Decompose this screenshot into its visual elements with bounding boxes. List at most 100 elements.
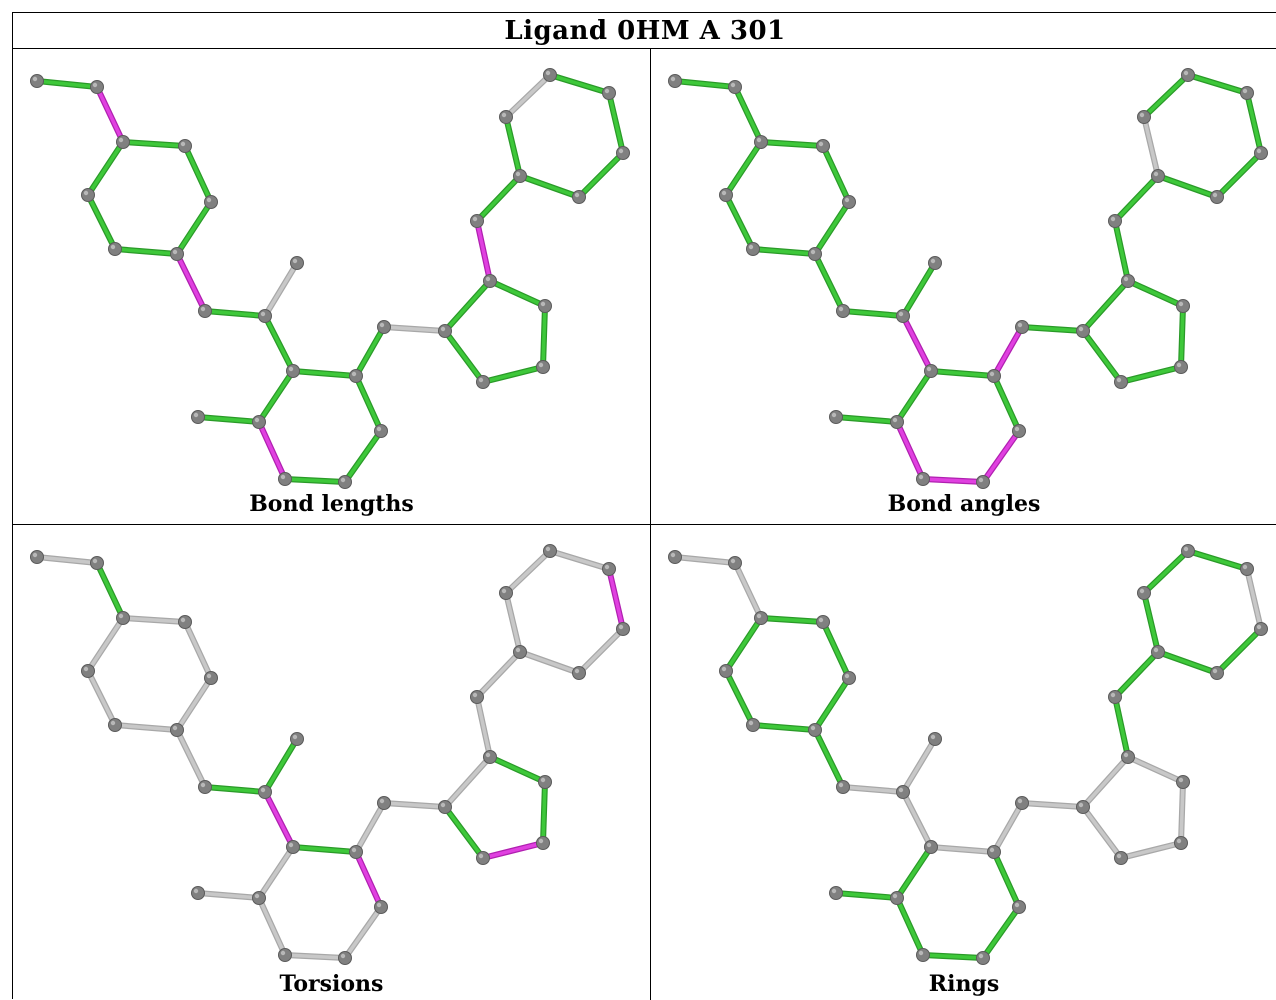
- atom: [204, 671, 218, 685]
- atom: [286, 364, 300, 378]
- bond: [901, 261, 937, 318]
- atom-highlight: [756, 137, 762, 143]
- bond: [981, 905, 1021, 960]
- atom: [602, 562, 616, 576]
- bond: [724, 616, 763, 673]
- atom: [278, 472, 292, 486]
- atom-highlight: [618, 148, 624, 154]
- bond: [1126, 755, 1185, 784]
- panel-torsions: Torsions: [13, 525, 650, 1000]
- bond: [203, 785, 267, 794]
- atom-highlight: [206, 197, 212, 203]
- atom-highlight: [280, 950, 286, 956]
- atom: [1012, 424, 1026, 438]
- atom-highlight: [1242, 564, 1248, 570]
- atom: [1015, 796, 1029, 810]
- bond: [183, 144, 213, 204]
- bond: [1156, 650, 1219, 675]
- atom: [1174, 360, 1188, 374]
- bond: [95, 85, 125, 144]
- atom: [1114, 375, 1128, 389]
- atom-highlight: [1242, 88, 1248, 94]
- atom-highlight: [1110, 692, 1116, 698]
- atom-highlight: [730, 82, 736, 88]
- bond: [813, 728, 845, 789]
- atom: [1254, 146, 1268, 160]
- bond: [481, 841, 545, 860]
- atom: [116, 135, 130, 149]
- atom-highlight: [1256, 148, 1262, 154]
- atom-highlight: [540, 777, 546, 783]
- caption-bond-lengths: Bond lengths: [249, 491, 414, 517]
- atom: [349, 845, 363, 859]
- atom: [816, 139, 830, 153]
- bond: [86, 669, 117, 727]
- atom-highlight: [379, 798, 385, 804]
- bond: [175, 252, 207, 313]
- atom-highlight: [193, 412, 199, 418]
- bond: [183, 620, 213, 680]
- atom: [987, 369, 1001, 383]
- atom-highlight: [538, 838, 544, 844]
- atom-highlight: [376, 426, 382, 432]
- atom-highlight: [1212, 668, 1218, 674]
- atom: [1121, 274, 1135, 288]
- atom-highlight: [930, 734, 936, 740]
- atom-highlight: [110, 244, 116, 250]
- atom: [108, 242, 122, 256]
- bond: [35, 79, 99, 89]
- atom: [438, 800, 452, 814]
- atom-highlight: [898, 787, 904, 793]
- atom-highlight: [574, 668, 580, 674]
- bond: [283, 953, 347, 960]
- bond: [921, 953, 985, 960]
- bond: [1156, 174, 1219, 199]
- atom-highlight: [540, 301, 546, 307]
- atom-highlight: [254, 417, 260, 423]
- bond: [673, 79, 737, 89]
- bond: [821, 144, 851, 204]
- atom-highlight: [574, 192, 580, 198]
- bond: [291, 369, 358, 378]
- atom: [746, 242, 760, 256]
- bond: [1113, 695, 1130, 759]
- atom: [513, 645, 527, 659]
- bond: [813, 252, 845, 313]
- bond: [504, 549, 552, 595]
- atom: [170, 723, 184, 737]
- bond: [1081, 805, 1123, 860]
- atom-highlight: [1078, 802, 1084, 808]
- bond: [257, 369, 295, 424]
- atom: [290, 732, 304, 746]
- bond: [257, 420, 287, 481]
- atom-highlight: [485, 276, 491, 282]
- bond: [1020, 325, 1085, 333]
- atom-highlight: [1178, 301, 1184, 307]
- bond: [901, 737, 937, 794]
- atom: [278, 948, 292, 962]
- atom-highlight: [918, 950, 924, 956]
- bond: [921, 477, 985, 484]
- atom-highlight: [1183, 546, 1189, 552]
- atom-highlight: [1153, 171, 1159, 177]
- atom: [1254, 622, 1268, 636]
- title-row: Ligand 0HM A 301: [13, 13, 1276, 49]
- bond: [1142, 115, 1160, 178]
- bond: [86, 140, 125, 197]
- atom: [842, 195, 856, 209]
- bond: [263, 737, 299, 794]
- atom: [976, 951, 990, 965]
- bond: [813, 676, 851, 732]
- bond: [895, 369, 933, 424]
- atom: [476, 375, 490, 389]
- atom: [191, 886, 205, 900]
- bond: [263, 790, 295, 849]
- bond: [121, 616, 187, 624]
- atom: [108, 718, 122, 732]
- atom: [538, 775, 552, 789]
- atom: [81, 188, 95, 202]
- bond: [1245, 567, 1263, 631]
- bond: [895, 896, 925, 957]
- atom: [829, 410, 843, 424]
- bond: [548, 73, 611, 95]
